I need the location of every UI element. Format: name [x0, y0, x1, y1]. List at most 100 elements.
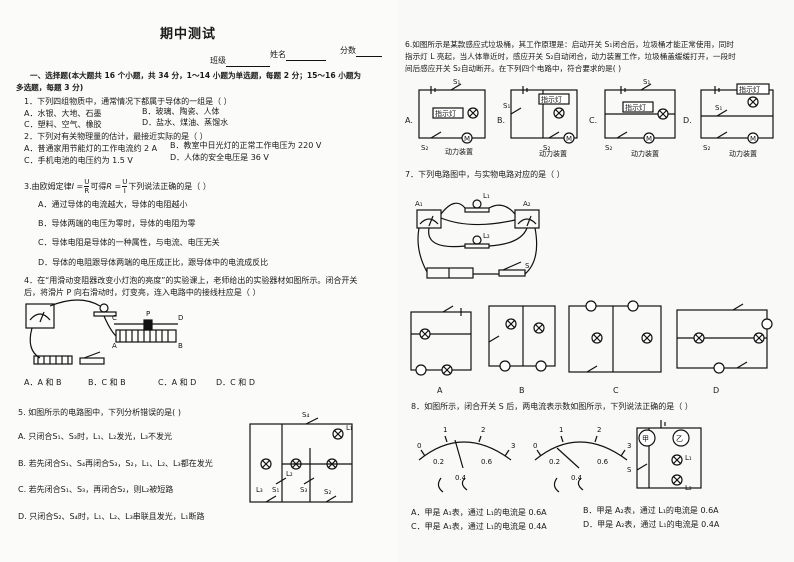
q6d-s1-label: S₁ [715, 104, 722, 112]
q5-switch-s1 [275, 477, 287, 485]
q8-yi-label: 乙 [676, 435, 683, 443]
q5-lamp-l2 [290, 458, 302, 470]
q7-stem: 7．下列电路图中，与实物电路对应的是（ ） [405, 170, 565, 179]
q8-m1-s1: 1 [443, 426, 447, 434]
section1-heading-line1: 一、选择题(本大题共 16 个小题，共 34 分，1～14 小题为单选题，每题 … [30, 71, 362, 80]
q7-lamp-l1 [472, 199, 482, 209]
q6-option-c: C. [589, 116, 598, 125]
q7-label-a1: A₁ [415, 200, 423, 208]
q6-circuit-a: 指示灯 M S₁ S₂ 动力装置 [418, 78, 486, 156]
q3-f1-den: R [84, 187, 90, 195]
q6-option-d: D. [683, 116, 692, 125]
q5-switch-s3 [303, 477, 315, 485]
score-field: 分数 [340, 46, 382, 57]
q6d-lamp-label-box [736, 83, 770, 95]
q8-m2-sub2: 0.6 [597, 458, 609, 466]
q8-switch-s [636, 463, 648, 471]
q8-option-d: D．甲是 A₂表，通过 L₁的电流是 0.4A [583, 520, 720, 529]
q6c-motor [643, 132, 655, 144]
score-blank [356, 46, 382, 57]
left-page: 期中测试 班级 姓名 分数 一、选择题(本大题共 16 个小题，共 34 分，1… [16, 28, 382, 521]
q6a-switch-s2 [430, 131, 442, 139]
name-blank [286, 50, 326, 61]
q8-m2-s0: 0 [533, 442, 537, 450]
q3-stem-a: 3.由欧姆定律 [24, 182, 72, 191]
q6c-lamp-label: 指示灯 [625, 103, 646, 112]
q3-option-c: C．导体电阻是导体的一种属性，与电流、电压无关 [38, 238, 220, 247]
q7-circuit-d [676, 303, 773, 374]
q5-option-d: D. 只闭合S₂、S₄时，L₁、L₂、L₃串联且发光，L₁断路 [18, 512, 205, 521]
q8-meter-yi [672, 429, 690, 447]
q4-lamp-base [93, 311, 117, 317]
q8-m2-s2: 2 [597, 426, 601, 434]
q2-option-c: C．手机电池的电压约为 1.5 V [24, 156, 133, 165]
q8-m2-sub1: 0.4 [571, 474, 583, 482]
q5-lamp-l3 [260, 458, 272, 470]
q5-label-s2: S₂ [324, 488, 331, 496]
q5-option-c: C. 若先闭合S₁、S₃，再闭合S₂，则L₂被短路 [18, 485, 174, 494]
name-label: 姓名 [270, 50, 286, 59]
q6a-lamp-label-box [432, 107, 464, 119]
q6a-lamp-label: 指示灯 [435, 109, 456, 118]
q2-option-b: B．教室中日光灯的正常工作电压为 220 V [170, 141, 322, 150]
q8-meter2-needle [556, 447, 580, 469]
q7-battery [426, 267, 474, 279]
q7-circuit-a [410, 305, 472, 376]
q6b-switch-s1 [510, 107, 522, 115]
q8-m1-sub1: 0.4 [455, 474, 467, 482]
q3-stem-c: 下列说法正确的是（ ） [128, 182, 211, 191]
q4-rheostat-coil [115, 329, 177, 343]
q8-l1-label: L₁ [685, 454, 692, 462]
q8-m1-sub0: 0.2 [433, 458, 444, 466]
q6d-motor [747, 132, 759, 144]
q6d-switch-s2 [716, 131, 728, 139]
q8-m1-sub2: 0.6 [481, 458, 493, 466]
q5-label-s1: S₁ [272, 486, 279, 494]
q6d-switch-s1 [716, 109, 728, 117]
q4-meter [25, 303, 55, 329]
q5-circuit-frame [249, 423, 353, 503]
q8-jia-label: 甲 [642, 435, 649, 443]
q1-stem: 1．下列四组物质中，通常情况下都属于导体的一组是（ ） [24, 97, 232, 106]
q5-switch-s2 [325, 495, 337, 503]
q8-meter1-wire [437, 477, 444, 493]
q6c-s2-label: S₂ [605, 144, 612, 152]
q4-label-a: A [112, 342, 117, 350]
q2-stem: 2．下列对有关物理量的估计，最接近实际的是（ ） [24, 132, 208, 141]
class-label: 班级 [210, 56, 226, 65]
q6-option-a: A. [405, 116, 413, 125]
q4-wire-1 [29, 327, 41, 359]
q8-s-label: S [627, 466, 632, 474]
q8-circuit: 甲 乙 S L₁ L₂ [627, 420, 702, 492]
q8-meter2-wire [553, 477, 560, 493]
q8-circuit-frame [636, 427, 702, 489]
q3-option-d: D．导体的电阻跟导体两端的电压成正比，跟导体中的电流成反比 [38, 258, 269, 267]
q4-label-p: P [146, 310, 150, 318]
q8-option-a: A．甲是 A₁表，通过 L₁的电流是 0.6A [411, 508, 547, 517]
q5-switch-s4 [305, 417, 319, 425]
right-page: 6.如图所示是某款感应式垃圾桶，其工作原理是：启动开关 S₁闭合后，垃圾桶才能正… [397, 0, 794, 562]
q6a-motor [461, 132, 473, 144]
q8-option-b: B．甲是 A₂表，通过 L₁的电流是 0.6A [583, 506, 719, 515]
q8-meter1-needle [454, 439, 464, 469]
q6b-motor [563, 132, 575, 144]
q5-battery-mark [265, 495, 277, 503]
q3-i-eq: I = [71, 182, 84, 191]
q8-m1-s3: 3 [511, 442, 515, 450]
q6b-lamp-label-box [538, 93, 570, 105]
q6c-s1-label: S₁ [643, 78, 650, 86]
q8-stem: 8．如图所示，闭合开关 S 后，两电流表示数如图所示，下列说法正确的是（ ） [411, 402, 693, 411]
q6c-lamp-label-box [622, 101, 654, 113]
q6a-motor-label: M [464, 135, 470, 143]
q5-label-s3: S₃ [300, 486, 307, 494]
q4-label-b: B [178, 342, 183, 350]
q6a-s2-label: S₂ [421, 144, 428, 152]
q7-option-c: C [613, 386, 619, 395]
q6c-device-label: 动力装置 [631, 149, 659, 158]
q6d-device-label: 动力装置 [729, 149, 757, 158]
q7-label-s: S [525, 262, 530, 270]
q6c-switch-s2 [616, 131, 628, 139]
class-field: 班级 [210, 56, 270, 67]
q8-m1-s0: 0 [417, 442, 421, 450]
